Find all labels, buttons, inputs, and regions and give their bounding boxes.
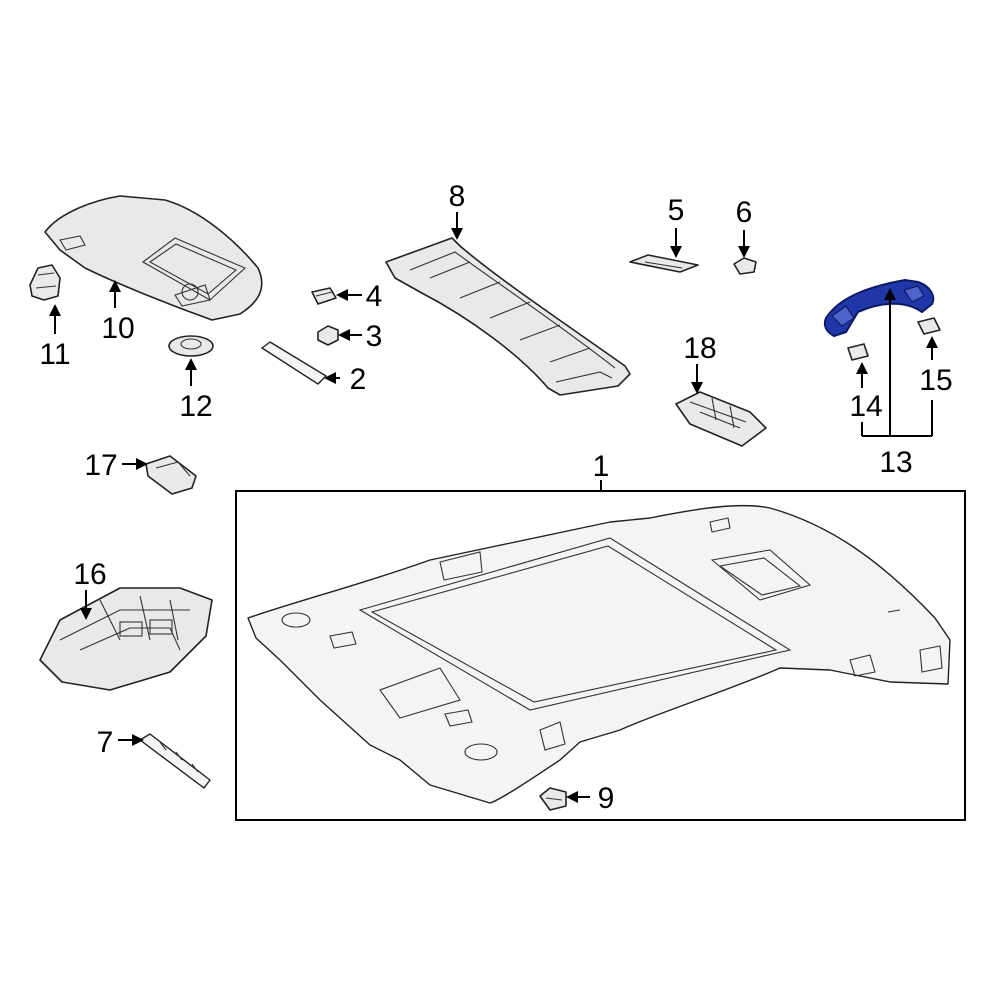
part-13-assist-grip[interactable] (823, 278, 935, 338)
callout-5: 5 (668, 194, 685, 227)
callout-9: 9 (598, 782, 615, 815)
part-17-bracket[interactable] (145, 455, 197, 495)
leader-lines (49, 212, 938, 803)
callout-3: 3 (366, 320, 383, 353)
part-15-grip-cap[interactable] (917, 317, 941, 335)
callout-1: 1 (593, 450, 610, 483)
part-3-cap[interactable] (317, 325, 339, 346)
callout-11: 11 (39, 338, 70, 371)
part-1-headliner[interactable] (247, 504, 951, 804)
part-14-grip-cap[interactable] (847, 343, 869, 361)
part-5-lamp-lens[interactable] (629, 254, 699, 273)
part-12-grommet[interactable] (168, 335, 214, 357)
callout-4: 4 (366, 280, 383, 313)
part-11-visor-clip[interactable] (29, 264, 61, 301)
callout-6: 6 (736, 196, 753, 229)
part-10-sun-visor[interactable] (44, 195, 263, 321)
callout-18: 18 (683, 332, 716, 365)
part-9-clip[interactable] (539, 787, 567, 811)
part-18-lamp[interactable] (675, 391, 767, 447)
part-16-overhead-console[interactable] (39, 587, 213, 691)
callout-17: 17 (84, 449, 117, 482)
callout-labels: 8 5 6 4 3 2 10 11 12 18 14 15 13 1 17 16… (39, 180, 952, 815)
part-4-clip[interactable] (311, 287, 337, 305)
callout-12: 12 (179, 390, 212, 423)
callout-13: 13 (879, 446, 912, 479)
callout-8: 8 (449, 180, 466, 213)
callout-15: 15 (919, 364, 952, 397)
part-7-strip[interactable] (139, 733, 211, 789)
callout-16: 16 (73, 558, 106, 591)
part-6-bulb[interactable] (733, 257, 757, 275)
callout-2: 2 (350, 363, 367, 396)
callout-7: 7 (97, 726, 114, 759)
callout-10: 10 (101, 312, 134, 345)
part-2-rod[interactable] (261, 341, 327, 385)
callout-14: 14 (849, 390, 882, 423)
part-8-trim-panel[interactable] (385, 237, 631, 396)
